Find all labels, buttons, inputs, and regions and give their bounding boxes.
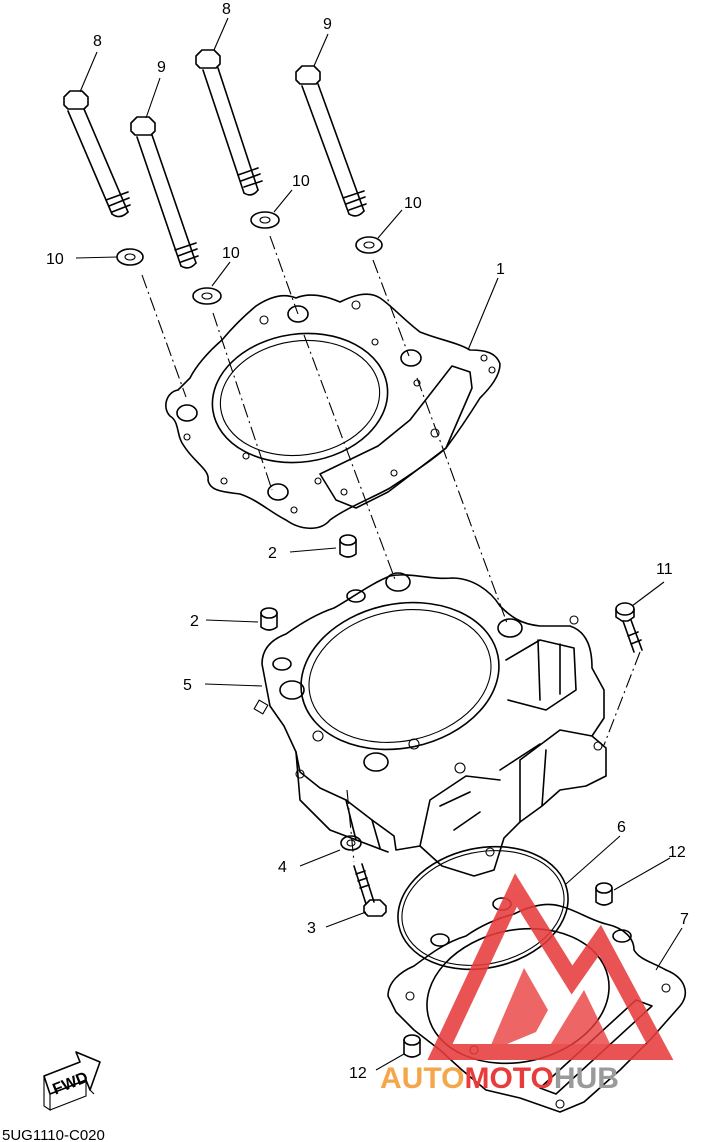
leader-lines	[75, 17, 683, 1071]
dowel-pin-12-lower	[403, 1034, 421, 1058]
callout-10-d: 10	[404, 195, 422, 212]
dowel-pin-12-upper	[595, 882, 613, 906]
callout-10-b: 10	[222, 245, 240, 262]
dowel-pin-2-upper	[339, 534, 357, 558]
cylinder-block	[253, 572, 607, 877]
watermark-text: AUTOMOTOHUB	[380, 1062, 619, 1095]
bolt-8-left	[63, 90, 131, 218]
callout-12-lower: 12	[349, 1065, 367, 1082]
callout-12-upper: 12	[668, 844, 686, 861]
diagram-code: 5UG1110-C020	[2, 1127, 105, 1142]
callout-8-right: 8	[222, 1, 231, 18]
fwd-label: FWD	[50, 1069, 90, 1098]
head-gasket	[165, 293, 501, 530]
callout-10-c: 10	[292, 173, 310, 190]
callout-6: 6	[617, 819, 626, 836]
bolt-8-right	[195, 49, 263, 196]
alignment-lines	[141, 235, 641, 863]
watermark-part-1: AUTO	[380, 1062, 464, 1095]
washer-10-c	[250, 211, 280, 229]
watermark-part-3: HUB	[554, 1062, 619, 1095]
bolt-11	[615, 602, 643, 653]
callout-8-left: 8	[93, 33, 102, 50]
washer-4	[340, 835, 362, 851]
bolt-9-left	[130, 116, 199, 269]
callout-1: 1	[496, 261, 505, 278]
callout-5: 5	[183, 677, 192, 694]
callout-7: 7	[680, 911, 689, 928]
callout-3: 3	[307, 920, 316, 937]
watermark-logo	[427, 873, 674, 1060]
callout-4: 4	[278, 859, 287, 876]
bolt-3	[353, 863, 387, 917]
washer-10-a	[116, 248, 144, 266]
callout-9-right: 9	[323, 16, 332, 33]
callout-11: 11	[656, 561, 673, 578]
washer-10-d	[355, 236, 383, 254]
dowel-pin-2-left	[260, 607, 278, 631]
callout-2-left: 2	[190, 613, 199, 630]
callout-9-left: 9	[157, 59, 166, 76]
watermark-part-2: MOTO	[464, 1062, 553, 1095]
bolt-9-right	[295, 65, 367, 217]
o-ring	[397, 845, 569, 971]
fwd-arrow-icon: FWD	[43, 1051, 101, 1112]
washer-10-b	[192, 287, 222, 305]
callout-2-upper: 2	[268, 545, 277, 562]
callout-10-a: 10	[46, 251, 64, 268]
